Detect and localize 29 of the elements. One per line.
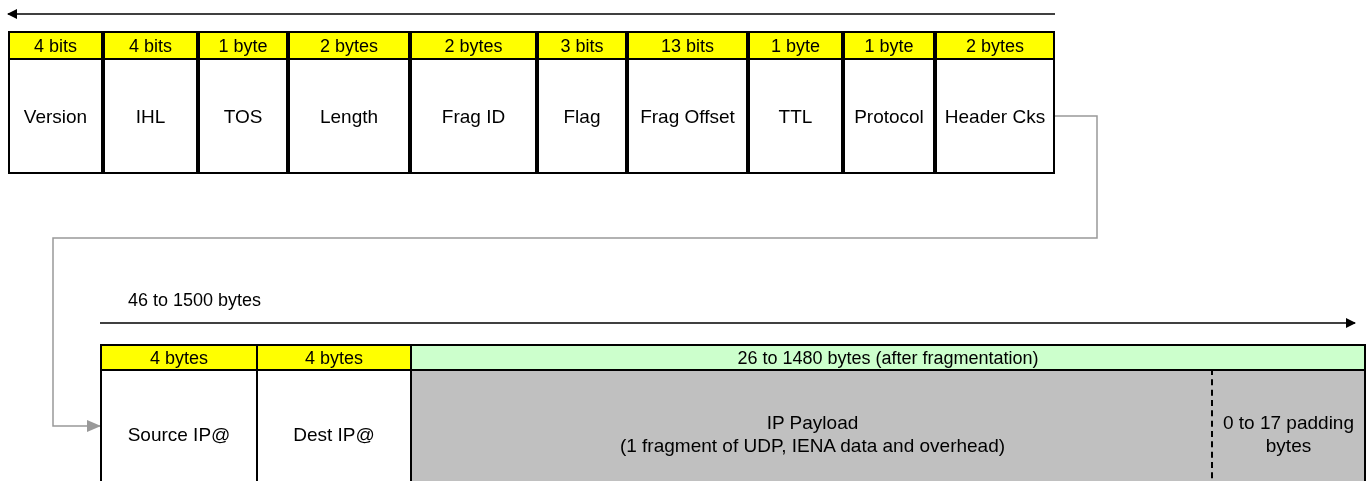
connector-arrow bbox=[52, 115, 1098, 432]
field-label: Header Cks bbox=[935, 58, 1055, 174]
size-label: 4 bits bbox=[103, 31, 198, 60]
size-label: 1 byte bbox=[198, 31, 288, 60]
field-label: IHL bbox=[103, 58, 198, 174]
size-label: 4 bytes bbox=[100, 344, 258, 371]
field-label: Length bbox=[288, 58, 410, 174]
field-label: Frag ID bbox=[410, 58, 537, 174]
size-label: 26 to 1480 bytes (after fragmentation) bbox=[410, 344, 1366, 371]
size-label: 2 bytes bbox=[935, 31, 1055, 60]
payload-cell bbox=[410, 369, 1213, 481]
size-label: 4 bits bbox=[8, 31, 103, 60]
size-label: 13 bits bbox=[627, 31, 748, 60]
field-label: Flag bbox=[537, 58, 627, 174]
field-label: TOS bbox=[198, 58, 288, 174]
size-label: 4 bytes bbox=[256, 344, 412, 371]
field-description: (1 fragment of UDP, IENA data and overhead) bbox=[619, 434, 1006, 457]
size-label: 1 byte bbox=[748, 31, 843, 60]
field-label: TTL bbox=[748, 58, 843, 174]
size-label: 1 byte bbox=[843, 31, 935, 60]
field-name: IP Payload bbox=[766, 411, 859, 434]
dimension-label: 46 to 1500 bytes bbox=[128, 290, 262, 311]
field-label: 0 to 17 padding bytes bbox=[1211, 369, 1366, 481]
field-label: Frag Offset bbox=[627, 58, 748, 174]
size-label: 3 bits bbox=[537, 31, 627, 60]
size-label: 2 bytes bbox=[410, 31, 537, 60]
field-label: Protocol bbox=[843, 58, 935, 174]
field-label: Version bbox=[8, 58, 103, 174]
size-label: 2 bytes bbox=[288, 31, 410, 60]
